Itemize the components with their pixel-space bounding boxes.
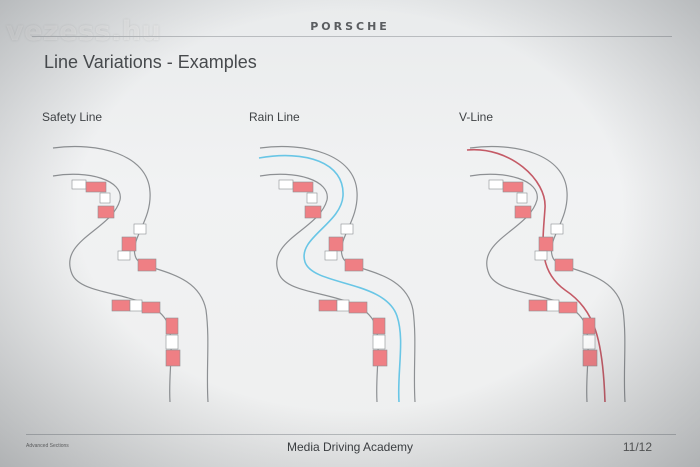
kerb-segment [546,299,560,312]
footer-section: Advanced Sections [26,443,69,449]
track-outer-edge [52,145,209,403]
kerb-segment [292,181,314,193]
kerb-segment [117,250,131,261]
kerb-segment [111,299,131,312]
kerb-segment [372,334,386,350]
kerb-segment [71,179,87,190]
label-v-line: V-Line [459,110,494,124]
kerb-segment [97,205,115,219]
kerb-segment [516,192,528,204]
track-outer-edge [469,145,626,403]
page-number: 11/12 [622,440,652,454]
watermark-logo: vezess.hu [6,16,162,47]
footer-title: Media Driving Academy [286,440,414,454]
kerb-segment [133,223,147,235]
kerb-segment [582,317,596,335]
kerb-segment [328,236,344,252]
kerb-segment [582,349,598,367]
brand-logo: PORSCHE [310,20,390,33]
kerb-segment [278,179,294,190]
label-rain-line: Rain Line [249,110,300,124]
kerb-segment [336,299,350,312]
slide-title: Line Variations - Examples [44,52,257,72]
kerb-segment [488,179,504,190]
kerb-segment [137,258,157,272]
kerb-segment [582,334,596,350]
rain-racing-line [258,154,402,403]
v-line-diagram [466,145,626,403]
kerb-segment [165,349,181,367]
kerb-segment [502,181,524,193]
kerb-segment [538,236,554,252]
track-outer-edge [259,145,416,403]
kerb-segment [340,223,354,235]
kerb-segment [372,317,386,335]
label-safety-line: Safety Line [42,110,103,124]
kerb-segment [348,301,368,314]
kerb-segment [514,205,532,219]
header-divider [32,36,672,37]
kerb-segment [121,236,137,252]
kerb-segment [344,258,364,272]
safety-line-diagram [52,145,209,403]
kerb-segment [99,192,111,204]
rain-line-diagram [258,145,416,403]
kerb-segment [324,250,338,261]
kerb-segment [129,299,143,312]
kerb-segment [554,258,574,272]
kerb-segment [306,192,318,204]
kerb-segment [534,250,548,261]
footer-divider [26,434,676,435]
kerb-segment [550,223,564,235]
kerb-segment [558,301,578,314]
kerb-segment [165,334,179,350]
kerb-segment [318,299,338,312]
kerb-segment [141,301,161,314]
kerb-segment [304,205,322,219]
kerb-segment [372,349,388,367]
kerb-segment [85,181,107,193]
kerb-segment [165,317,179,335]
kerb-segment [528,299,548,312]
